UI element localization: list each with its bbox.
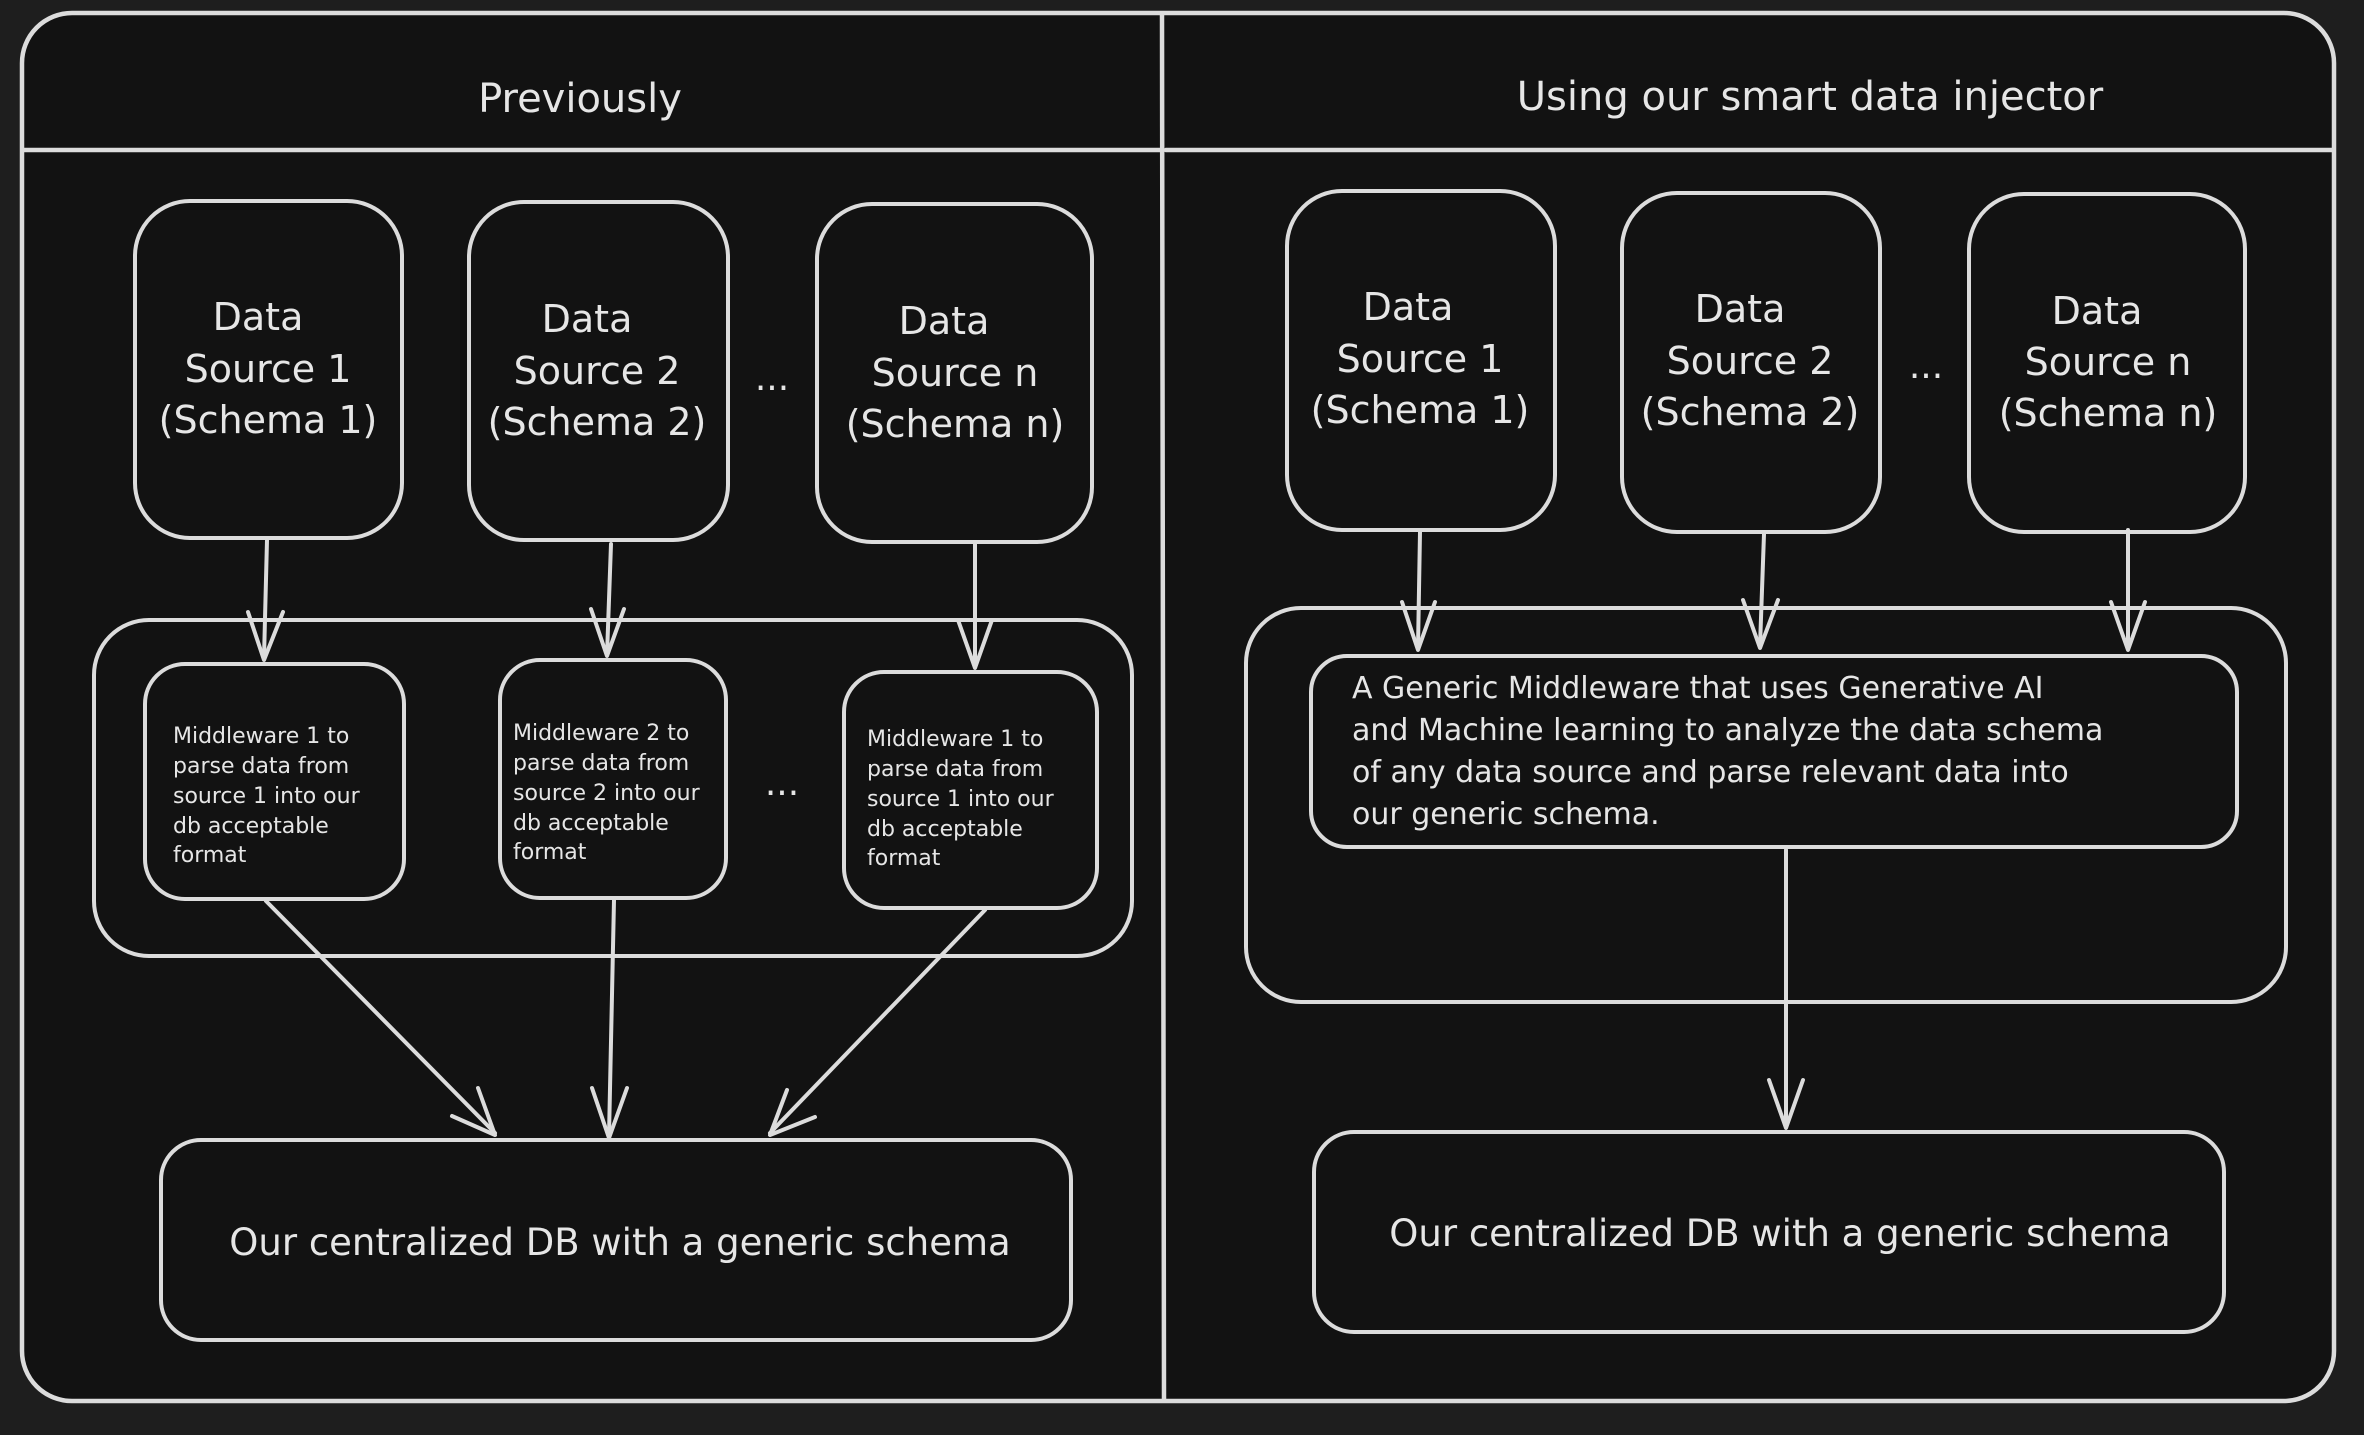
left-middleware-2-box xyxy=(498,658,728,900)
left-middleware-3-line2: parse data from xyxy=(867,757,1043,782)
left-db-label: Our centralized DB with a generic schema xyxy=(229,1221,1010,1264)
left-data-source-n-line2: Source n xyxy=(872,351,1039,395)
left-middleware-1-line4: db acceptable xyxy=(173,814,329,839)
left-arrow-6-head xyxy=(768,1088,817,1137)
left-data-source-n-box xyxy=(815,202,1094,544)
left-middleware-1-line2: parse data from xyxy=(173,754,349,779)
right-middleware-container xyxy=(1244,606,2288,1004)
left-data-source-n: Data Source n (Schema n) xyxy=(815,202,1094,544)
right-generic-middleware-line3: of any data source and parse relevant da… xyxy=(1352,755,2069,790)
left-arrow-source2-to-mw2 xyxy=(589,542,626,658)
right-data-source-2-line3: (Schema 2) xyxy=(1641,390,1860,434)
left-data-source-1: Data Source 1 (Schema 1) xyxy=(133,199,404,540)
left-middleware-1-line3: source 1 into our xyxy=(173,784,361,809)
right-arrow-source1-to-mw xyxy=(1400,530,1437,652)
right-data-source-1-line1: Data xyxy=(1363,285,1454,329)
right-generic-middleware: A Generic Middleware that uses Generativ… xyxy=(1309,654,2239,849)
right-generic-middleware-box xyxy=(1309,654,2239,849)
left-middleware-3-line3: source 1 into our xyxy=(867,787,1055,812)
right-arrow-source2-to-mw xyxy=(1741,532,1780,650)
right-generic-middleware-line4: our generic schema. xyxy=(1352,797,1660,832)
right-data-source-2: Data Source 2 (Schema 2) xyxy=(1620,191,1882,534)
right-arrow-2-head xyxy=(1741,598,1780,650)
left-panel-title: Previously xyxy=(478,76,682,122)
left-arrow-4-shaft xyxy=(264,899,497,1135)
left-middleware-1-line5: format xyxy=(173,843,247,868)
right-data-source-1-line3: (Schema 1) xyxy=(1311,388,1530,432)
left-middleware-3-box xyxy=(842,670,1099,910)
right-data-source-n-line2: Source n xyxy=(2025,340,2192,384)
right-data-source-2-line2: Source 2 xyxy=(1667,339,1834,383)
left-middleware-2-line4: db acceptable xyxy=(513,811,669,836)
left-middleware-3-line1: Middleware 1 to xyxy=(867,727,1043,752)
left-middleware-2-line1: Middleware 2 to xyxy=(513,721,689,746)
left-arrow-mw3-to-db xyxy=(768,908,987,1137)
right-arrow-3-head xyxy=(2109,600,2147,652)
left-middleware-1: Middleware 1 to parse data from source 1… xyxy=(143,662,406,901)
right-panel-title: Using our smart data injector xyxy=(1517,74,2104,120)
left-data-source-1-line3: (Schema 1) xyxy=(159,398,378,442)
left-data-source-2-line2: Source 2 xyxy=(514,349,681,393)
right-arrow-2-shaft xyxy=(1758,532,1766,648)
right-db-box-rect xyxy=(1312,1130,2226,1334)
left-db-box: Our centralized DB with a generic schema xyxy=(159,1138,1073,1342)
right-arrow-mw-to-db xyxy=(1767,848,1805,1130)
left-data-source-1-box xyxy=(133,199,404,540)
left-arrow-4-head xyxy=(450,1086,497,1137)
left-middleware-2: Middleware 2 to parse data from source 2… xyxy=(498,658,728,900)
left-middleware-1-box xyxy=(143,662,406,901)
left-data-source-n-line1: Data xyxy=(899,299,990,343)
right-arrow-1-head xyxy=(1400,600,1437,652)
right-db-label: Our centralized DB with a generic schema xyxy=(1389,1212,2170,1255)
left-arrow-3-head xyxy=(956,618,994,670)
left-arrow-2-head xyxy=(589,607,626,658)
left-middleware-2-line2: parse data from xyxy=(513,751,689,776)
right-data-source-2-line1: Data xyxy=(1695,287,1786,331)
left-data-source-2-box xyxy=(467,200,730,542)
left-middleware-3-line5: format xyxy=(867,846,941,871)
right-generic-middleware-line2: and Machine learning to analyze the data… xyxy=(1352,713,2103,748)
left-arrow-5-shaft xyxy=(607,898,616,1138)
left-middleware-ellipsis: ... xyxy=(765,763,799,804)
left-arrow-mw1-to-db xyxy=(264,899,497,1137)
right-data-source-n-line3: (Schema n) xyxy=(1999,391,2218,435)
right-arrow-1-shaft xyxy=(1416,530,1422,650)
right-data-source-2-box xyxy=(1620,191,1882,534)
left-arrow-1-head xyxy=(246,610,285,662)
outer-frame xyxy=(19,10,2337,1404)
right-data-source-n-line1: Data xyxy=(2052,289,2143,333)
right-arrow-sourcen-to-mw xyxy=(2109,528,2147,652)
right-db-box: Our centralized DB with a generic schema xyxy=(1312,1130,2226,1334)
left-arrow-source1-to-mw1 xyxy=(246,538,285,662)
right-data-source-1-box xyxy=(1285,189,1557,532)
left-middleware-3: Middleware 1 to parse data from source 1… xyxy=(842,670,1099,910)
left-data-source-n-line3: (Schema n) xyxy=(846,402,1065,446)
left-arrow-sourcen-to-mw3 xyxy=(956,542,994,670)
right-arrow-4-head xyxy=(1767,1078,1805,1130)
left-db-box-rect xyxy=(159,1138,1073,1342)
left-data-source-1-line1: Data xyxy=(213,295,304,339)
left-middleware-3-line4: db acceptable xyxy=(867,817,1023,842)
right-data-source-n-box xyxy=(1967,192,2247,534)
left-data-source-1-line2: Source 1 xyxy=(185,347,352,391)
panel-divider xyxy=(1159,12,1167,1402)
right-data-source-n: Data Source n (Schema n) xyxy=(1967,192,2247,534)
left-source-ellipsis: ... xyxy=(755,358,789,399)
left-data-source-2: Data Source 2 (Schema 2) xyxy=(467,200,730,542)
right-source-ellipsis: ... xyxy=(1909,346,1943,387)
left-arrow-1-shaft xyxy=(262,538,269,660)
right-generic-middleware-line1: A Generic Middleware that uses Generativ… xyxy=(1352,671,2043,706)
left-middleware-1-line1: Middleware 1 to xyxy=(173,724,349,749)
left-data-source-2-line1: Data xyxy=(542,297,633,341)
left-middleware-2-line5: format xyxy=(513,840,587,865)
left-data-source-2-line3: (Schema 2) xyxy=(488,400,707,444)
left-arrow-6-shaft xyxy=(768,908,987,1135)
right-data-source-1: Data Source 1 (Schema 1) xyxy=(1285,189,1557,532)
left-middleware-2-line3: source 2 into our xyxy=(513,781,701,806)
right-data-source-1-line2: Source 1 xyxy=(1337,337,1504,381)
left-arrow-2-shaft xyxy=(605,542,613,657)
